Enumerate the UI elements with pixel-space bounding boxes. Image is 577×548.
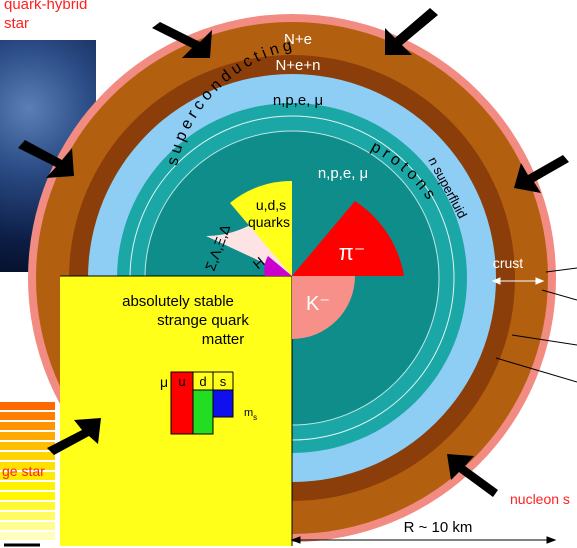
- pion-sector: [292, 201, 404, 276]
- arrow-top-left: [152, 22, 212, 58]
- label-npe-inner: n,p,e, μ: [318, 165, 368, 182]
- label-star: star: [4, 15, 29, 32]
- label-uds: u,d,s: [256, 197, 286, 213]
- crust-arrow: [491, 277, 545, 285]
- arrow-left: [18, 140, 74, 178]
- arrow-right: [514, 155, 569, 193]
- label-kaon: K⁻: [306, 293, 330, 315]
- label-strange-star: ge star: [2, 463, 45, 479]
- label-n-e-n: N+e+n: [275, 57, 320, 74]
- h-dibaryon-sector: [264, 256, 292, 276]
- ms-label: ms: [244, 407, 257, 422]
- strange-line-1: absolutely stable: [122, 293, 234, 310]
- s-quark-bar: [212, 389, 234, 418]
- flavor-d: d: [199, 374, 206, 389]
- arrow-lower-left: [47, 418, 101, 455]
- mu-label: μ: [160, 374, 168, 390]
- strange-line-3: matter: [202, 331, 245, 348]
- quark-flavor-chart: [170, 371, 234, 435]
- kaon-sector: [292, 276, 355, 339]
- pointer-arrows: [18, 8, 569, 497]
- label-pion: π⁻: [339, 240, 366, 265]
- label-npe-outer: n,p,e, μ: [273, 92, 323, 109]
- d-quark-bar: [192, 389, 214, 435]
- flavor-s: s: [220, 374, 227, 389]
- radius-label: R ~ 10 km: [404, 519, 473, 536]
- arrow-top-right: [385, 8, 438, 55]
- flavor-u: u: [178, 374, 185, 389]
- legend-bars: [0, 402, 55, 540]
- label-crust: crust: [493, 255, 523, 271]
- thin-pointers: [495, 267, 577, 383]
- label-n-e: N+e: [284, 31, 312, 48]
- strange-line-2: strange quark: [157, 312, 249, 329]
- label-quark-hybrid: quark-hybrid: [4, 0, 87, 13]
- radius-arrow: [290, 536, 557, 544]
- arrow-lower-right: [447, 454, 498, 497]
- hyperon-sector: [206, 181, 292, 276]
- label-nucleon-star: nucleon s: [510, 491, 570, 507]
- label-quarks: quarks: [248, 214, 290, 230]
